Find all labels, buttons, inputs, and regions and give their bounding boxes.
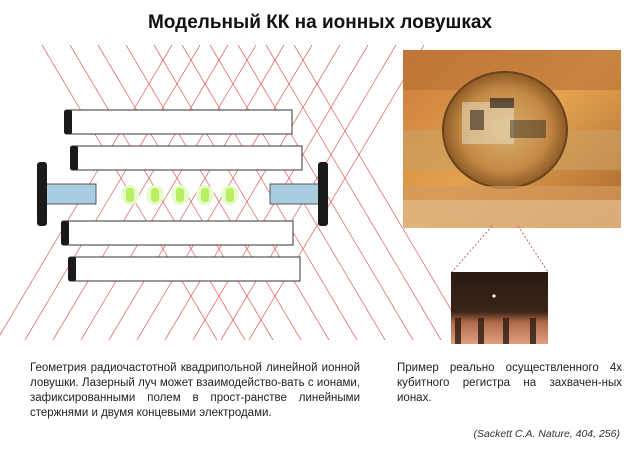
ions: [121, 185, 239, 205]
rod-3: [61, 220, 294, 246]
laser-beam: [52, 44, 229, 341]
ion: [151, 188, 159, 202]
laser-beam: [248, 44, 425, 341]
endcap-left: [37, 162, 97, 226]
trap-rods: [61, 109, 303, 282]
qubit-register-caption: Пример реально осуществленного 4х кубитн…: [397, 362, 622, 404]
page-title: Модельный КК на ионных ловушках: [147, 12, 492, 33]
laser-beam: [24, 44, 201, 341]
ion: [176, 188, 184, 202]
laser-beam: [293, 44, 470, 341]
ion: [126, 188, 134, 202]
laser-beam: [265, 44, 442, 341]
rod-2: [70, 145, 303, 171]
laser-beam: [164, 44, 341, 341]
trap-geometry-caption: Геометрия радиочастотной квадрипольной л…: [30, 362, 360, 419]
ion: [201, 188, 209, 202]
endcap-right: [269, 162, 328, 226]
rod-1: [64, 109, 293, 135]
rod-4: [68, 256, 301, 282]
laser-beam: [80, 44, 257, 341]
citation: (Sackett C.A. Nature, 404, 256): [473, 428, 621, 440]
zoom-lines: [451, 225, 549, 273]
trap-device-photo: [403, 50, 621, 228]
ion-fluorescence-photo: [451, 272, 548, 344]
laser-beam: [153, 44, 330, 341]
ion: [226, 188, 234, 202]
